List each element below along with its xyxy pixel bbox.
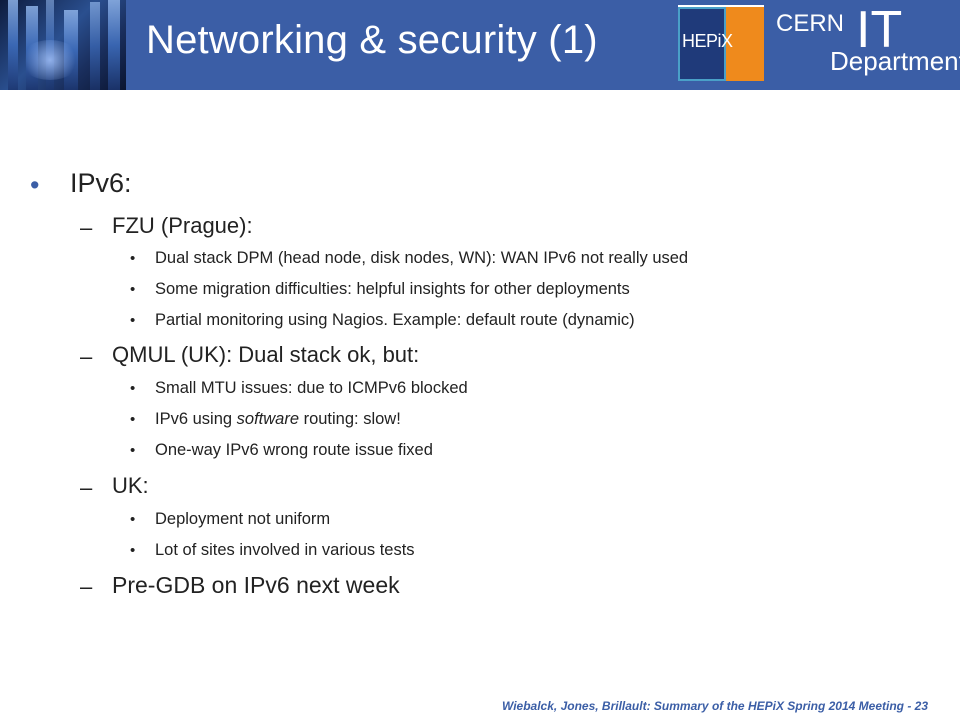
list-item: Small MTU issues: due to ICMPv6 blocked: [155, 379, 468, 397]
cern-it-logo: CERN IT Department: [770, 0, 960, 90]
section-heading-fzu: FZU (Prague):: [112, 213, 253, 238]
slide-footer: Wiebalck, Jones, Brillault: Summary of t…: [501, 699, 928, 713]
hepix-logo: HEPiX: [678, 5, 764, 81]
hepix-logo-orange: [720, 7, 764, 81]
list-item-emphasis: software: [236, 410, 299, 428]
bullet-marker: •: [130, 511, 136, 528]
section-heading-qmul: QMUL (UK): Dual stack ok, but:: [112, 342, 420, 367]
page-title: Networking & security (1): [146, 18, 598, 62]
bullet-marker: •: [130, 281, 136, 298]
department-logo-text: Department: [830, 46, 960, 76]
bullet-marker: •: [130, 411, 136, 428]
bullet-marker: •: [130, 312, 136, 329]
it-logo-text: IT: [856, 1, 903, 59]
list-item: Deployment not uniform: [155, 510, 331, 528]
bullet-marker: •: [130, 250, 136, 267]
list-item: Dual stack DPM (head node, disk nodes, W…: [155, 249, 689, 267]
dash-marker: –: [80, 215, 93, 240]
cern-logo-text: CERN: [776, 10, 845, 37]
section-heading-pregdb: Pre-GDB on IPv6 next week: [112, 572, 400, 598]
list-item: One-way IPv6 wrong route issue fixed: [155, 441, 433, 459]
bullet-marker: •: [130, 380, 136, 397]
hepix-logo-navy: [678, 7, 726, 81]
bullet-marker: •: [130, 542, 136, 559]
bullet-marker: •: [30, 170, 40, 200]
list-item: IPv6 using software routing: slow!: [155, 410, 401, 429]
list-item-text: routing: slow!: [299, 410, 401, 428]
list-item-text: IPv6 using: [155, 410, 237, 428]
list-item: Lot of sites involved in various tests: [155, 541, 415, 559]
dash-marker: –: [80, 344, 93, 369]
list-item: Some migration difficulties: helpful ins…: [155, 280, 630, 298]
header-photo: [0, 0, 126, 90]
list-item: Partial monitoring using Nagios. Example…: [155, 311, 635, 329]
topic-heading: IPv6:: [70, 168, 132, 198]
hepix-logo-text: HEPiX: [682, 31, 733, 51]
header-band: Networking & security (1) HEPiX CERN IT …: [0, 0, 960, 90]
dash-marker: –: [80, 574, 93, 599]
section-heading-uk: UK:: [112, 473, 149, 498]
dash-marker: –: [80, 475, 93, 500]
bullet-marker: •: [130, 442, 136, 459]
